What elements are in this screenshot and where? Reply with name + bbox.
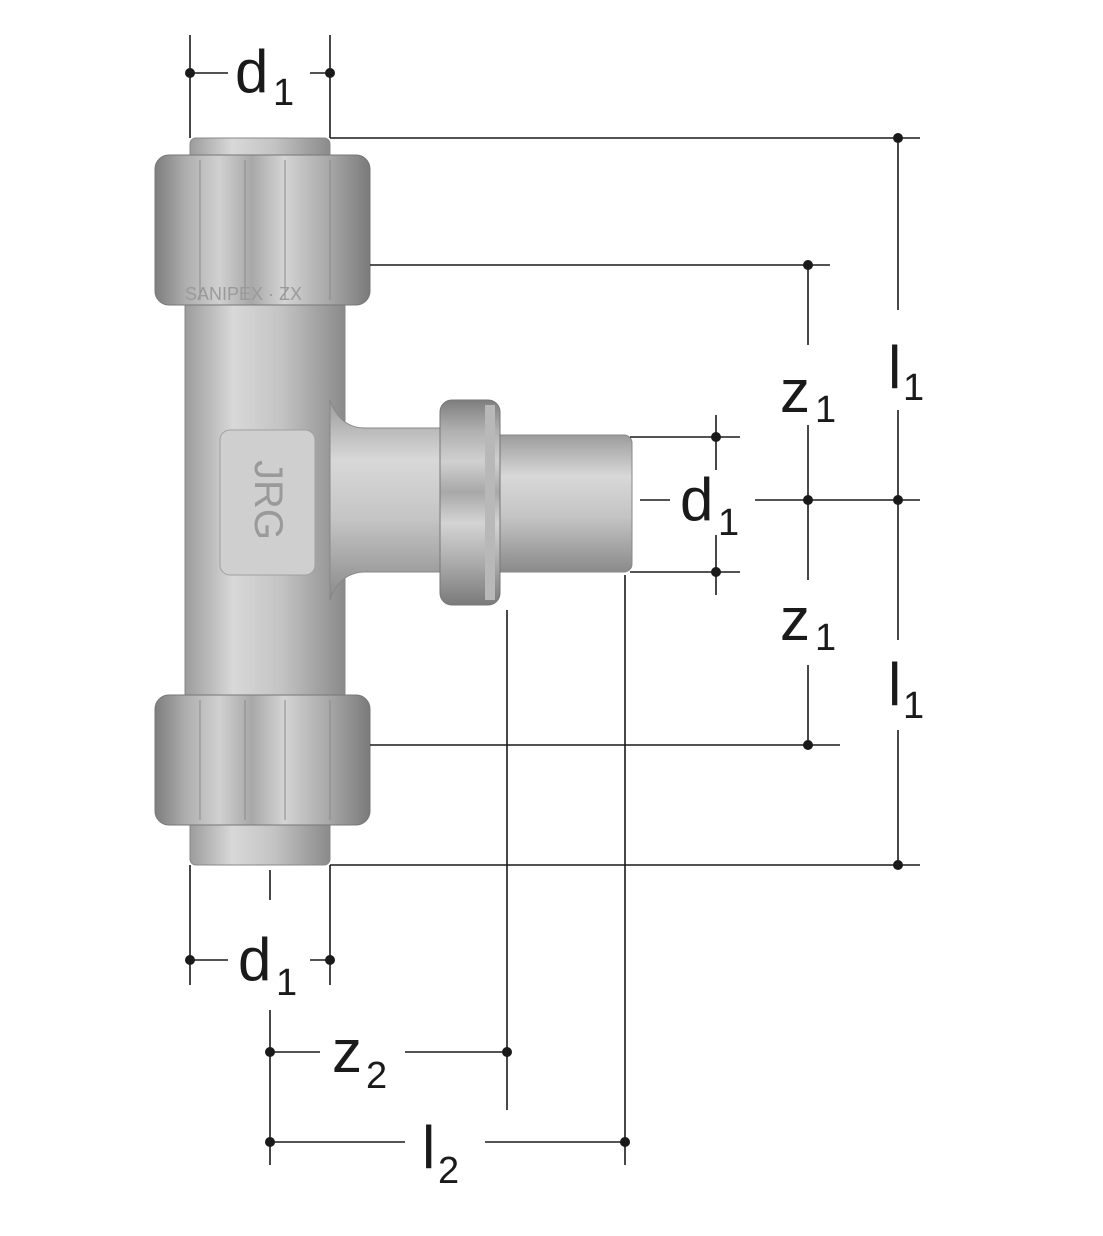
- svg-text:z: z: [780, 358, 810, 425]
- label-l1-upper: l 1: [888, 334, 924, 409]
- bottom-connection: [154, 694, 371, 866]
- marking-plate: [219, 429, 316, 576]
- dimension-lines: [185, 35, 920, 1165]
- label-l1-lower: l 1: [888, 651, 924, 727]
- svg-text:l: l: [422, 1114, 435, 1181]
- label-l2: l 2: [422, 1114, 459, 1192]
- svg-text:1: 1: [276, 962, 297, 1004]
- svg-text:2: 2: [438, 1150, 459, 1192]
- label-z1-upper: z 1: [780, 358, 836, 431]
- svg-text:d: d: [680, 466, 713, 533]
- svg-text:l: l: [888, 334, 901, 401]
- branch-connection: [439, 399, 633, 606]
- svg-text:1: 1: [903, 685, 924, 727]
- label-d1-top: d 1: [235, 38, 294, 114]
- label-z2: z 2: [332, 1018, 387, 1097]
- svg-text:1: 1: [273, 72, 294, 114]
- label-d1-branch: d 1: [680, 466, 739, 544]
- svg-text:2: 2: [366, 1055, 387, 1097]
- svg-text:1: 1: [815, 389, 836, 431]
- svg-text:l: l: [888, 651, 901, 718]
- svg-text:d: d: [235, 38, 268, 105]
- svg-text:z: z: [780, 586, 810, 653]
- nut-marking-top: SANIPEX · ZX: [185, 284, 302, 304]
- top-connection: SANIPEX · ZX: [154, 137, 371, 306]
- jrg-marking: JRG: [246, 460, 290, 540]
- fitting-body: JRG: [184, 289, 456, 711]
- label-d1-bottom: d 1: [238, 926, 297, 1004]
- svg-text:1: 1: [815, 617, 836, 659]
- svg-text:z: z: [332, 1018, 362, 1085]
- svg-text:1: 1: [718, 502, 739, 544]
- svg-text:1: 1: [903, 367, 924, 409]
- label-z1-lower: z 1: [780, 586, 836, 659]
- svg-text:d: d: [238, 926, 271, 993]
